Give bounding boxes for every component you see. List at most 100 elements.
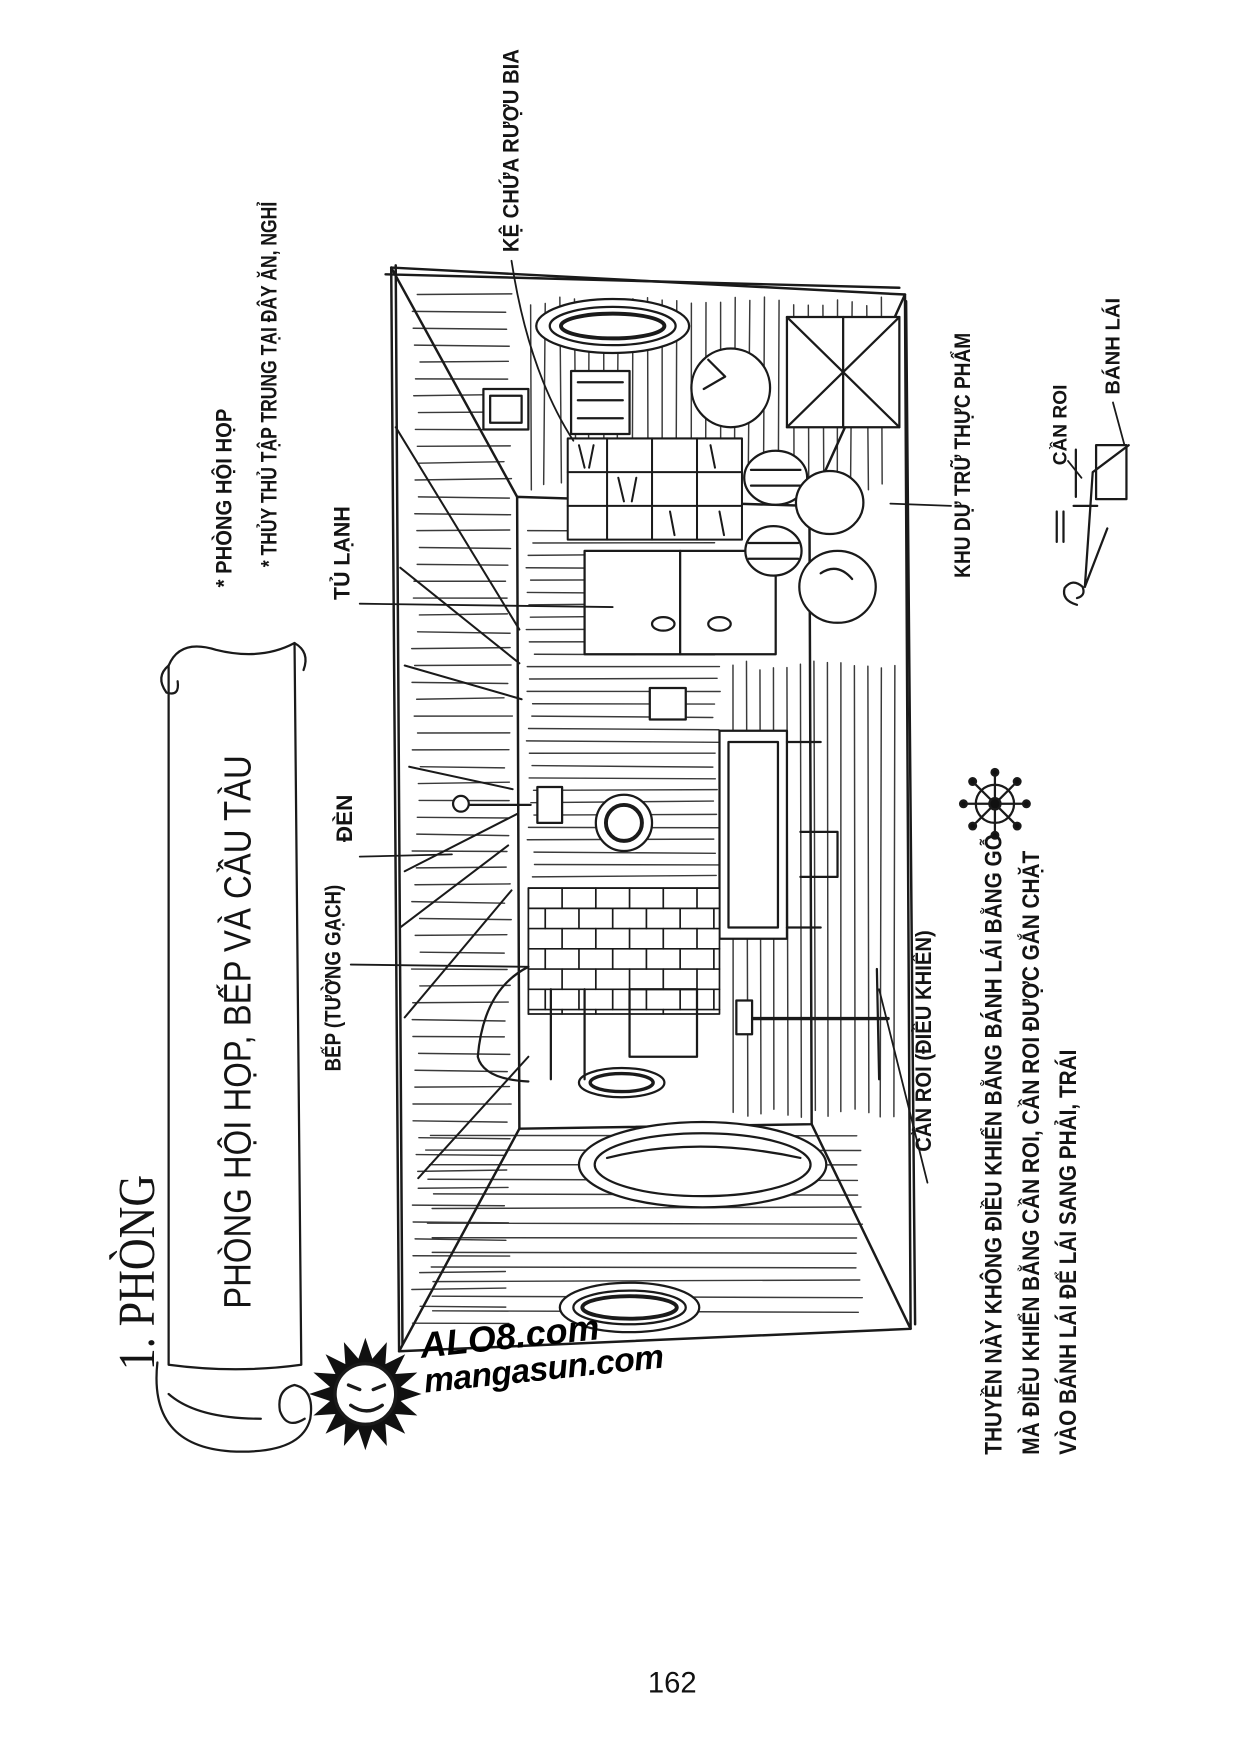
plank-line bbox=[411, 1204, 506, 1207]
plank-line bbox=[411, 900, 506, 904]
plank-line bbox=[415, 866, 507, 869]
plank-line bbox=[531, 874, 717, 878]
wall-porthole bbox=[594, 793, 654, 853]
label-tiller-small: CẦN ROI bbox=[1049, 384, 1071, 466]
plank-line bbox=[418, 613, 509, 616]
porthole-bottom bbox=[558, 1281, 701, 1334]
scroll-banner bbox=[155, 641, 313, 1453]
plank-line bbox=[414, 883, 511, 886]
plank-line bbox=[531, 764, 714, 768]
plank-line bbox=[879, 667, 883, 1118]
plank-line bbox=[533, 851, 717, 855]
ship-wheel-icon bbox=[958, 767, 1031, 840]
stove-brick-wall bbox=[527, 887, 721, 1015]
plank-line bbox=[799, 663, 803, 1119]
label-rudder: BÁNH LÁI bbox=[1101, 297, 1125, 395]
plank-line bbox=[528, 677, 718, 680]
plank-line bbox=[414, 477, 513, 481]
plank-line bbox=[411, 1287, 507, 1291]
plank-line bbox=[418, 460, 505, 464]
porthole-top bbox=[535, 297, 691, 355]
plank-line bbox=[414, 513, 512, 516]
plank-line bbox=[411, 1018, 506, 1022]
wheel-handle bbox=[1012, 777, 1022, 787]
plank-line bbox=[417, 1169, 508, 1173]
plank-line bbox=[418, 917, 512, 921]
plank-line bbox=[432, 1279, 861, 1283]
wine-shelf bbox=[566, 437, 743, 541]
plank-line bbox=[419, 951, 505, 954]
long-table bbox=[718, 729, 839, 940]
plank-line bbox=[417, 781, 511, 785]
page-number: 162 bbox=[647, 1665, 697, 1700]
plank-line bbox=[416, 529, 511, 532]
porthole-small bbox=[577, 1066, 666, 1099]
plank-line bbox=[411, 310, 507, 314]
plank-line bbox=[416, 816, 509, 819]
steering-description: THUYỀN NÀY KHÔNG ĐIỀU KHIỂN BẰNG BÁNH LÁ… bbox=[976, 834, 1087, 1455]
stove-chimney bbox=[476, 965, 699, 1083]
plank-line bbox=[419, 765, 506, 769]
plank-line bbox=[413, 664, 512, 667]
plank-line bbox=[893, 664, 896, 1118]
plank-line bbox=[411, 850, 508, 853]
wheel-handle bbox=[1012, 821, 1022, 831]
ceiling-beams bbox=[394, 426, 530, 1180]
fridge bbox=[583, 549, 777, 656]
plank-line bbox=[414, 1085, 511, 1088]
bench-oval bbox=[577, 1120, 828, 1209]
plank-line bbox=[416, 563, 509, 566]
plank-line bbox=[412, 1001, 509, 1004]
plank-line bbox=[853, 665, 856, 1110]
wheel-handle bbox=[968, 777, 978, 787]
description-line: VÀO BÁNH LÁI ĐỂ LÁI SANG PHẢI, TRÁI bbox=[1055, 1049, 1082, 1455]
plank-line bbox=[416, 631, 511, 634]
wall-windows bbox=[482, 369, 631, 436]
plank-line bbox=[411, 681, 509, 685]
plank-line bbox=[426, 1222, 864, 1225]
plank-line bbox=[826, 661, 829, 1117]
plank-line bbox=[867, 665, 870, 1114]
wheel-handle bbox=[958, 799, 968, 809]
label-tiller: CẦN ROI (ĐIỀU KHIỂN) bbox=[911, 930, 937, 1152]
description-line: MÀ ĐIỀU KHIỂN BẰNG CẦN ROI, CẦN ROI ĐƯỢC… bbox=[1018, 850, 1045, 1455]
rudder-sketch bbox=[1055, 444, 1130, 606]
plank-line bbox=[415, 697, 505, 700]
lamp bbox=[451, 785, 564, 825]
plank-line bbox=[532, 788, 718, 792]
label-food-storage: KHU DỰ TRỮ THỰC PHẨM bbox=[951, 332, 976, 578]
note-meeting-room: * PHÒNG HỘI HỌP bbox=[212, 408, 238, 588]
plank-line bbox=[419, 1305, 507, 1308]
plank-line bbox=[430, 1266, 857, 1269]
label-fridge: TỦ LẠNH bbox=[330, 506, 356, 600]
wheel-handle bbox=[990, 767, 1000, 777]
plank-line bbox=[412, 327, 508, 331]
banner-title: PHÒNG HỘI HỌP, BẾP VÀ CẦU TÀU bbox=[216, 755, 260, 1309]
wheel-handle bbox=[968, 821, 978, 831]
tiller-lever bbox=[735, 967, 890, 1081]
note-crew-gather: * THỦY THỦ TẬP TRUNG TẠI ĐÂY ĂN, NGHỈ bbox=[257, 201, 283, 568]
label-wine-shelf: KỆ CHỨA RƯỢU BIA bbox=[499, 49, 524, 253]
plank-line bbox=[431, 1251, 857, 1254]
plank-line bbox=[417, 1052, 511, 1056]
small-box bbox=[648, 686, 687, 721]
wheel-handle bbox=[1021, 799, 1031, 809]
label-stove: BẾP (TƯỜNG GẠCH) bbox=[321, 884, 347, 1072]
plank-line bbox=[431, 1206, 862, 1210]
plank-line bbox=[413, 344, 510, 348]
plank-line bbox=[414, 1069, 508, 1073]
plank-line bbox=[528, 777, 717, 780]
food-storage bbox=[690, 315, 901, 624]
plank-line bbox=[813, 660, 817, 1112]
plank-line bbox=[411, 646, 511, 650]
plank-line bbox=[419, 984, 511, 987]
section-title: 1. PHÒNG bbox=[107, 1174, 166, 1371]
label-lamp: ĐÈN bbox=[332, 794, 358, 843]
plank-line bbox=[525, 740, 720, 744]
description-line: THUYỀN NÀY KHÔNG ĐIỀU KHIỂN BẰNG BÁNH LÁ… bbox=[981, 834, 1008, 1455]
plank-line bbox=[418, 1270, 507, 1274]
plank-line bbox=[418, 1136, 511, 1140]
plank-line bbox=[414, 933, 508, 937]
